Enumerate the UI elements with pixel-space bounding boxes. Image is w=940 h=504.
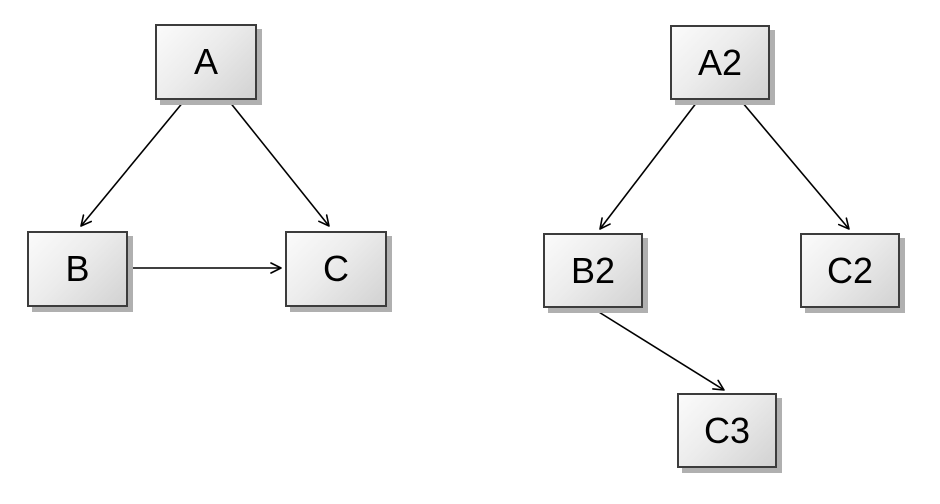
node-b: B [27,231,128,307]
node-c-label: C [323,248,349,289]
edge-A2-C2 [741,101,850,230]
node-a2-label: A2 [697,41,743,83]
node-a: A [155,24,257,100]
edge-A-B [80,100,185,227]
edge-A2-B2 [599,101,698,230]
node-a-label: A [193,41,218,82]
node-a2: A2 [670,25,770,100]
node-b-label: B [65,248,90,289]
node-c2: C2 [800,233,900,308]
node-c2-label: C2 [826,249,874,291]
node-b2: B2 [543,233,643,308]
node-c3: C3 [677,393,777,468]
edge-A-C [228,100,330,227]
edge-B2-C3 [593,308,725,391]
node-c3-label: C3 [703,409,751,451]
node-b2-label: B2 [570,249,616,291]
node-c: C [285,231,387,307]
